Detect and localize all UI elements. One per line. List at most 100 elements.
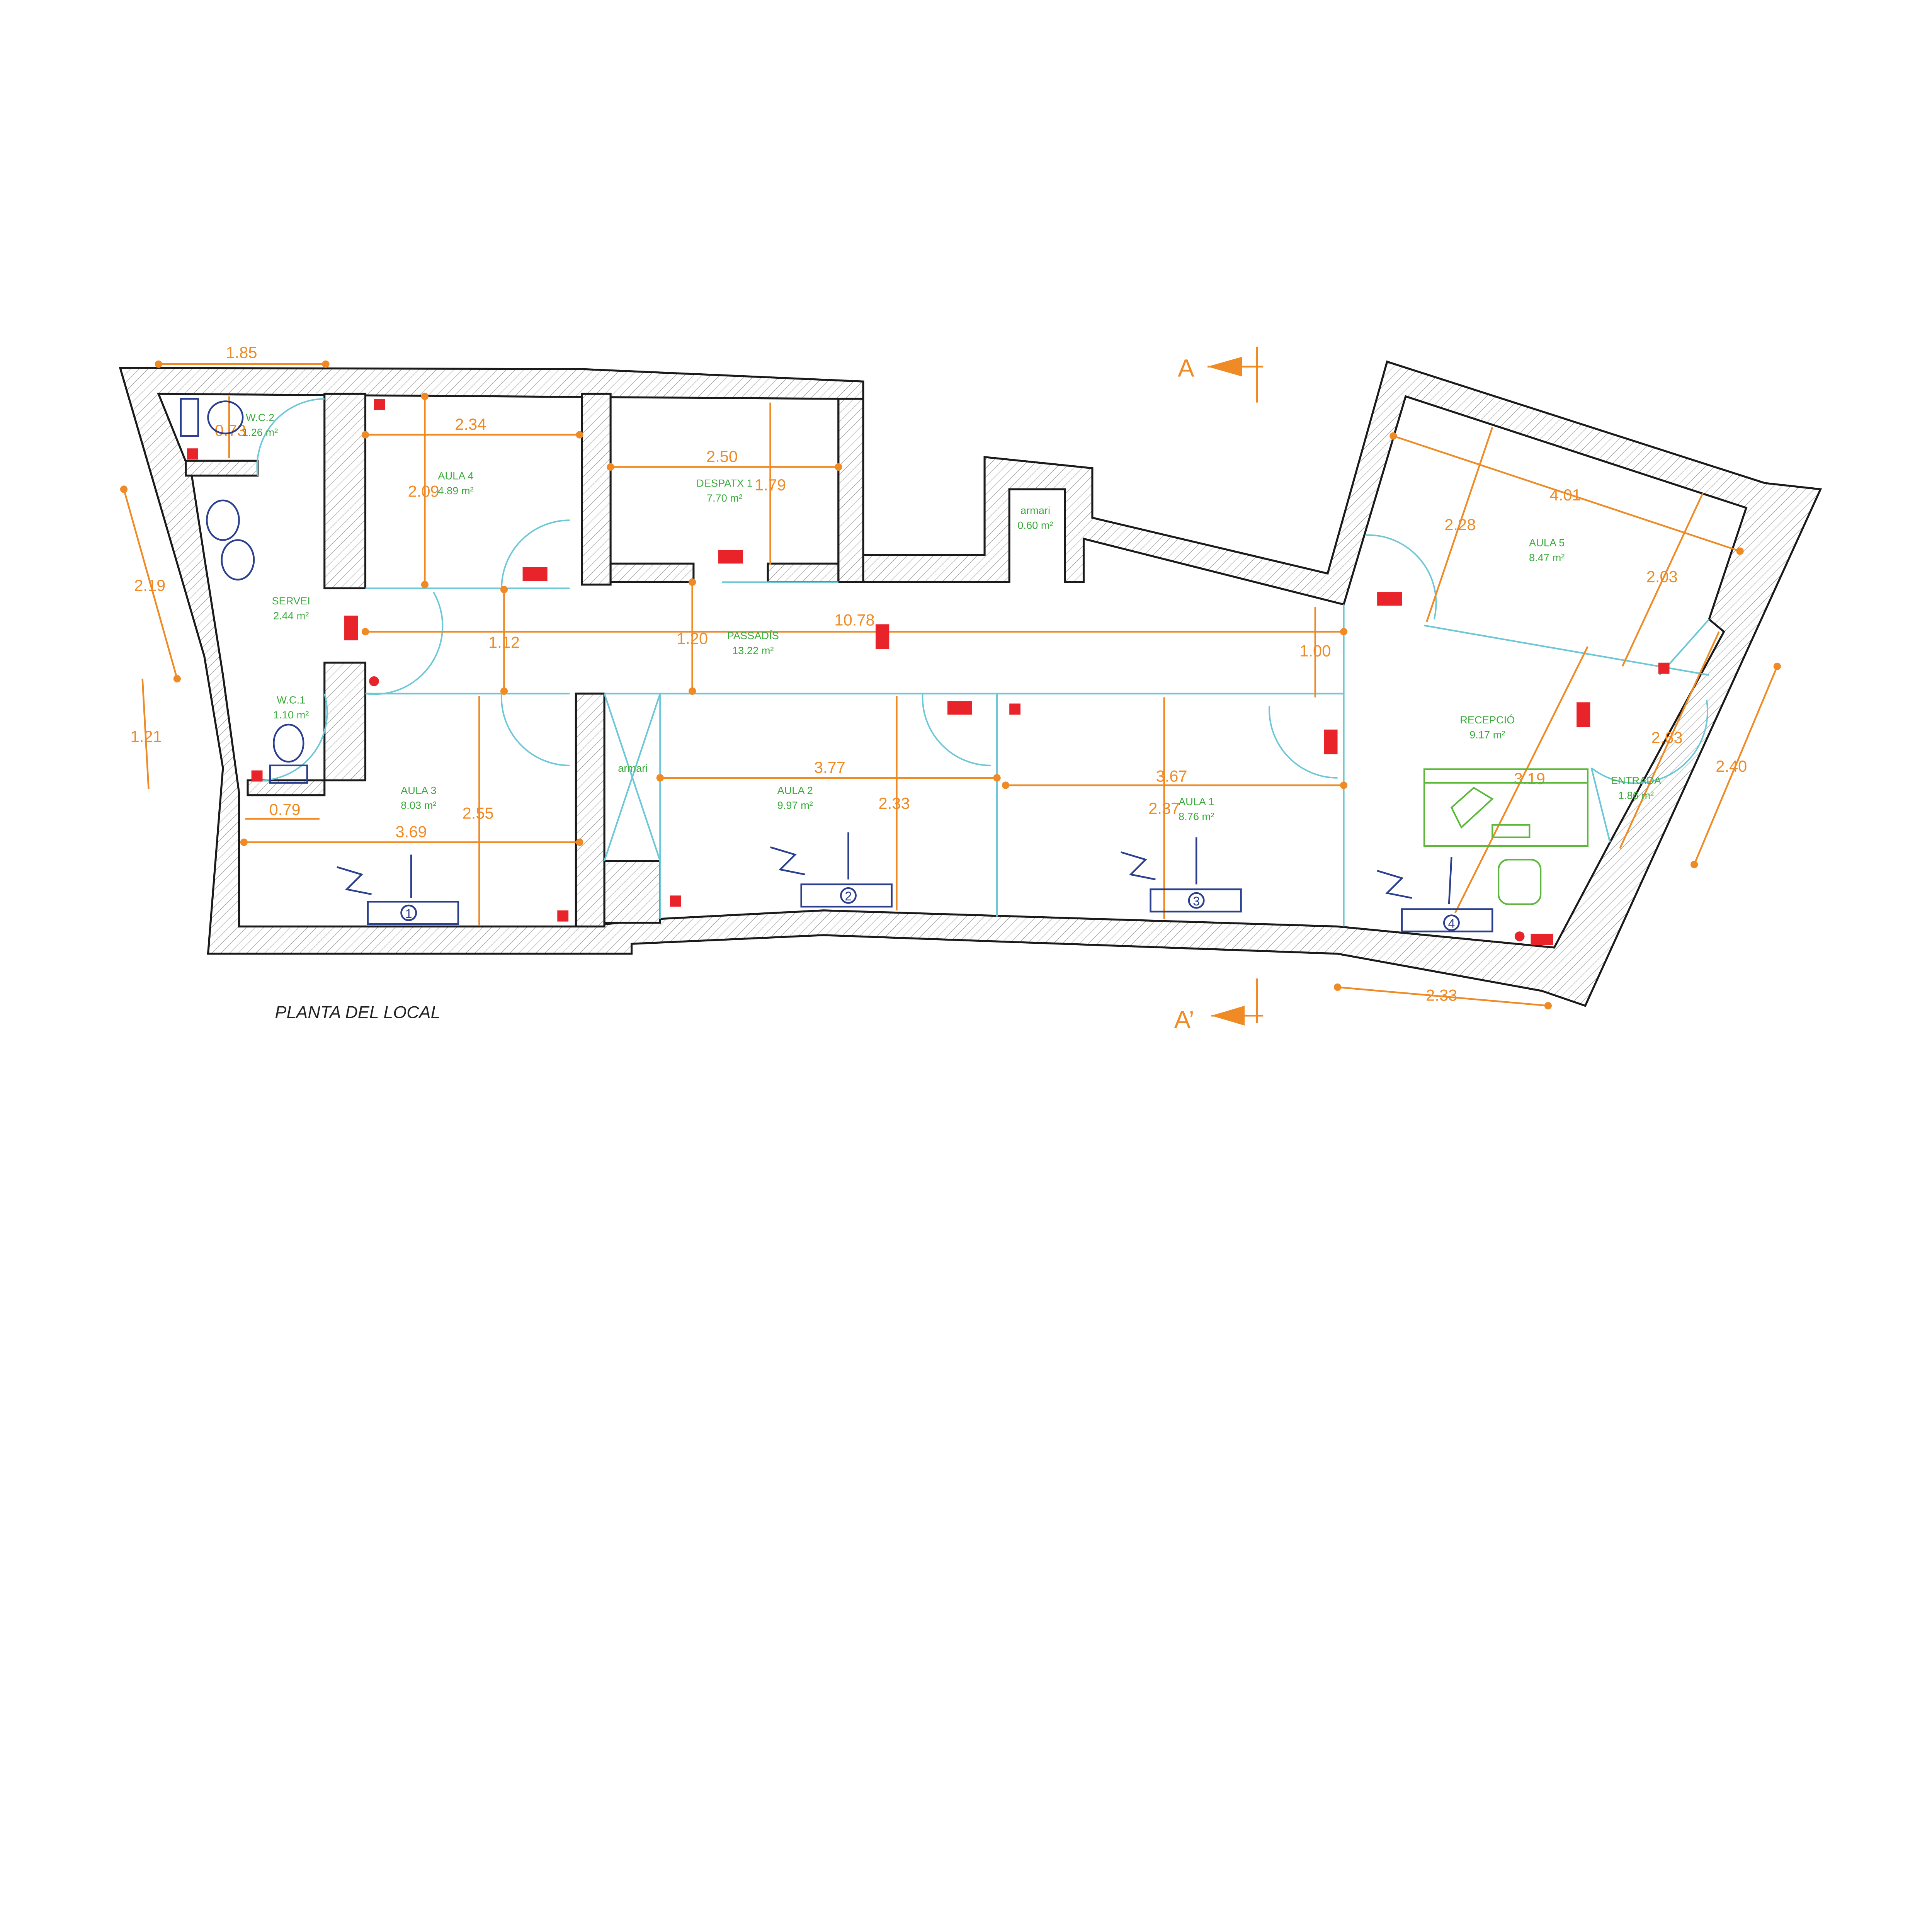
dim-label: 2.34 xyxy=(455,415,486,433)
section-marker-bottom: A’ xyxy=(1174,1006,1194,1033)
projector-icon xyxy=(337,866,372,895)
dim-label: 1.21 xyxy=(131,727,162,745)
monitor-icon xyxy=(1450,786,1494,829)
dim-label: 2.33 xyxy=(879,794,910,812)
dim-label: 1.12 xyxy=(488,633,520,651)
room-name: AULA 1 xyxy=(1179,795,1214,807)
room-area: 1.10 m² xyxy=(273,709,309,721)
dimension-labels: 1.85 0.73 2.34 2.09 2.50 1.79 2.19 1.21 … xyxy=(131,343,1747,1004)
room-area: 9.97 m² xyxy=(777,799,813,811)
dim-label: 1.79 xyxy=(755,476,786,494)
dim-label: 1.20 xyxy=(677,630,708,648)
emergency-light-icon xyxy=(1009,703,1021,715)
dim-label: 2.09 xyxy=(408,482,439,500)
room-area: 8.03 m² xyxy=(401,799,436,811)
room-area: 9.17 m² xyxy=(1469,728,1505,740)
interior-floor xyxy=(157,393,1748,949)
room-labels: W.C.2 1.26 m² SERVEI 2.44 m² W.C.1 1.10 … xyxy=(242,412,1662,822)
room-name: W.C.1 xyxy=(277,694,305,706)
dim-label: 2.28 xyxy=(1444,516,1476,534)
dim-label: 3.19 xyxy=(1514,769,1545,788)
room-name: AULA 4 xyxy=(438,470,473,482)
dim-label: 2.33 xyxy=(1426,986,1457,1004)
smoke-detector-icon xyxy=(522,567,548,581)
doors[interactable] xyxy=(253,398,1708,784)
room-name: W.C.2 xyxy=(246,412,274,424)
room-area: 2.44 m² xyxy=(273,610,309,622)
room-area: 8.76 m² xyxy=(1179,810,1214,822)
smoke-detector-icon xyxy=(718,550,743,564)
dim-label: 3.77 xyxy=(814,758,845,776)
board-number: 1 xyxy=(405,907,412,921)
dim-label: 0.79 xyxy=(269,800,301,818)
dim-label: 2.19 xyxy=(134,576,165,594)
chair-icon xyxy=(1498,859,1542,905)
smoke-detector-icon xyxy=(1324,729,1338,754)
room-name: armari xyxy=(1020,504,1050,516)
floor-plan: 1.85 0.73 2.34 2.09 2.50 1.79 2.19 1.21 … xyxy=(119,343,1822,1033)
room-area: 4.89 m² xyxy=(438,485,473,497)
emergency-light-icon xyxy=(557,910,569,922)
dim-label: 2.50 xyxy=(706,448,738,466)
room-name: PASSADÍS xyxy=(727,630,779,642)
room-name: ENTRADA xyxy=(1611,774,1662,786)
room-area: 1.26 m² xyxy=(242,426,278,438)
dim-label: 3.69 xyxy=(396,823,427,841)
reception-desk xyxy=(1423,768,1589,905)
room-name: armari xyxy=(618,762,648,774)
emergency-light-icon xyxy=(187,448,198,460)
emergency-light-icon xyxy=(374,399,385,410)
sink-icon xyxy=(206,499,240,541)
section-markers: A A’ xyxy=(1174,347,1264,1033)
partitions xyxy=(365,581,1710,927)
interior-walls xyxy=(185,393,864,927)
room-name: DESPATX 1 xyxy=(696,477,753,489)
room-name: AULA 5 xyxy=(1529,536,1565,548)
dim-label: 1.00 xyxy=(1299,642,1331,660)
board-number: 4 xyxy=(1448,917,1455,931)
toilet-icon xyxy=(273,723,304,763)
room-name: AULA 2 xyxy=(777,784,813,796)
fire-extinguisher-icon xyxy=(369,676,379,686)
toilet-icon xyxy=(207,400,244,435)
room-area: 8.47 m² xyxy=(1529,551,1565,563)
exit-sign-icon xyxy=(1531,934,1553,945)
plan-title: PLANTA DEL LOCAL xyxy=(275,1002,440,1022)
dimension-lines xyxy=(120,360,1781,1010)
sanitary-fixtures xyxy=(180,398,308,784)
room-area: 13.22 m² xyxy=(732,644,774,656)
board-number: 2 xyxy=(845,889,852,903)
smoke-detector-icon xyxy=(947,701,973,715)
sink-icon xyxy=(221,539,255,581)
toilet-icon xyxy=(269,764,308,784)
smoke-detector-icon xyxy=(876,624,889,649)
projector-icon xyxy=(1120,851,1156,880)
dim-label: 2.40 xyxy=(1716,757,1747,775)
emergency-light-icon xyxy=(251,770,263,782)
room-area: 7.70 m² xyxy=(707,492,742,504)
emergency-light-icon xyxy=(1658,662,1670,674)
room-name: RECEPCIÓ xyxy=(1460,714,1515,726)
room-area: 1.86 m² xyxy=(1618,789,1654,801)
dim-label: 2.37 xyxy=(1148,799,1180,817)
projector-icon xyxy=(1377,870,1412,899)
keyboard-icon xyxy=(1492,824,1531,838)
smoke-detector-icon xyxy=(1577,702,1590,727)
dim-label: 3.67 xyxy=(1156,767,1187,785)
smoke-detector-icon xyxy=(344,615,358,641)
dim-label: 4.01 xyxy=(1550,486,1581,504)
section-marker-top: A xyxy=(1178,354,1194,382)
dim-label: 1.85 xyxy=(226,343,257,361)
board-number: 3 xyxy=(1193,894,1200,908)
dim-label: 2.03 xyxy=(1646,567,1678,585)
fire-safety-equipment xyxy=(187,399,1670,945)
projector-icon xyxy=(770,846,805,876)
room-name: AULA 3 xyxy=(401,784,436,796)
smoke-detector-icon xyxy=(1377,592,1402,606)
room-name: SERVEI xyxy=(272,595,310,607)
dim-label: 2.55 xyxy=(463,804,494,822)
whiteboards: 1 2 3 4 xyxy=(337,832,1493,932)
emergency-light-icon xyxy=(670,895,681,907)
dim-label: 10.78 xyxy=(834,611,874,629)
fire-extinguisher-icon xyxy=(1514,931,1525,941)
